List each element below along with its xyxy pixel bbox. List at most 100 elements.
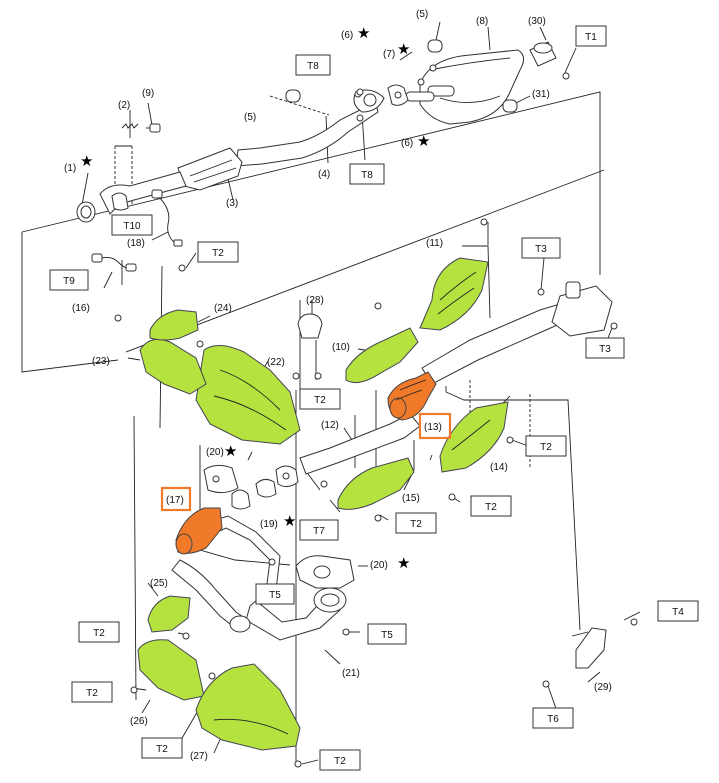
svg-text:T1: T1 (585, 32, 597, 43)
part-label-19: (19) (260, 519, 278, 530)
star-mark: ★ (224, 443, 237, 460)
star-marks: ★ ★ ★ ★ ★ ★ ★ (80, 25, 430, 572)
torque-box-t5b: T5 (367, 623, 407, 645)
highlight-box-17 (160, 486, 192, 512)
part-label-23: (23) (92, 356, 110, 367)
torque-box-t2f: T2 (78, 621, 120, 643)
torque-box-t2e: T2 (395, 512, 437, 534)
clamp-28 (297, 313, 323, 339)
part-label-10: (10) (332, 342, 350, 353)
part-label-9: (9) (142, 88, 154, 99)
part-label-14: (14) (490, 462, 508, 473)
part-label-15: (15) (402, 493, 420, 504)
part-label-5b: (5) (416, 9, 428, 20)
heat-shield-10 (345, 327, 419, 384)
svg-text:T8: T8 (307, 61, 319, 72)
part-label-1: (1) (64, 163, 76, 174)
torque-box-t3b: T3 (585, 337, 625, 359)
part-label-6a: (6) (341, 30, 353, 41)
gasket-7 (387, 84, 409, 106)
sensor-16 (91, 253, 137, 272)
part-label-4: (4) (318, 169, 330, 180)
svg-text:T4: T4 (672, 607, 684, 618)
star-mark: ★ (397, 41, 410, 58)
svg-text:T5: T5 (269, 590, 281, 601)
torque-box-t9: T9 (49, 269, 89, 291)
torque-box-t2g: T2 (71, 681, 113, 703)
part-labels: (1) (2) (3) (4) (5) (5) (6) (6) (7) (8) … (64, 9, 612, 762)
part-label-20b: (20) (370, 560, 388, 571)
svg-text:T2: T2 (334, 756, 346, 767)
gasket-1 (76, 201, 96, 223)
torque-box-t8a: T8 (295, 54, 331, 76)
part-label-13: (13) (424, 422, 442, 433)
highlight-box-13 (418, 412, 452, 440)
svg-text:T3: T3 (599, 344, 611, 355)
svg-text:T5: T5 (381, 630, 393, 641)
star-mark: ★ (417, 133, 430, 150)
svg-text:T2: T2 (86, 688, 98, 699)
spring-bolt-2-9 (121, 123, 161, 133)
part-label-28: (28) (306, 295, 324, 306)
rear-cat-bracket (537, 281, 618, 337)
torque-boxes: T1 T8 T8 T10 T9 T2 T3 T3 T2 T2 T2 T2 T7 … (49, 25, 699, 771)
part-label-30: (30) (528, 16, 546, 27)
torque-box-t8b: T8 (349, 163, 385, 185)
svg-text:T7: T7 (313, 526, 325, 537)
torque-box-t2h: T2 (141, 737, 183, 759)
part-label-29: (29) (594, 682, 612, 693)
part-label-18: (18) (127, 238, 145, 249)
star-mark: ★ (397, 555, 410, 572)
catalytic-converter-13 (387, 371, 437, 421)
svg-text:T3: T3 (535, 244, 547, 255)
svg-text:T8: T8 (361, 170, 373, 181)
front-exhaust-pipe-21 (171, 515, 355, 641)
svg-text:T10: T10 (123, 221, 141, 232)
part-label-2: (2) (118, 100, 130, 111)
part-label-12: (12) (321, 420, 339, 431)
part-label-8: (8) (476, 16, 488, 27)
muffler-tip (529, 41, 557, 67)
svg-text:T2: T2 (93, 628, 105, 639)
heat-shield-26 (137, 639, 205, 701)
torque-box-t5a: T5 (255, 583, 295, 605)
svg-text:T9: T9 (63, 276, 75, 287)
sensor-18 (151, 189, 183, 247)
part-label-22: (22) (267, 357, 285, 368)
part-label-24: (24) (214, 303, 232, 314)
svg-text:T2: T2 (410, 519, 422, 530)
torque-box-t4: T4 (657, 600, 699, 622)
torque-box-t2b: T2 (299, 388, 341, 410)
svg-text:T2: T2 (212, 248, 224, 259)
part-label-3: (3) (226, 198, 238, 209)
center-pipe (99, 89, 385, 215)
torque-box-t10: T10 (111, 214, 153, 236)
gaskets-19-20 (203, 464, 299, 510)
svg-text:T2: T2 (156, 744, 168, 755)
torque-box-t2i: T2 (319, 749, 361, 771)
torque-box-t3a: T3 (521, 237, 561, 259)
heat-shield-15 (337, 457, 415, 510)
part-label-21: (21) (342, 668, 360, 679)
part-label-7: (7) (383, 49, 395, 60)
torque-box-t7: T7 (299, 519, 339, 541)
star-mark: ★ (357, 25, 370, 42)
part-label-26: (26) (130, 716, 148, 727)
part-label-17: (17) (166, 495, 184, 506)
svg-text:T6: T6 (547, 714, 559, 725)
part-label-25: (25) (150, 578, 168, 589)
heat-shield-27 (195, 663, 301, 751)
svg-text:T2: T2 (540, 442, 552, 453)
star-mark: ★ (80, 153, 93, 170)
part-label-27: (27) (190, 751, 208, 762)
part-label-6b: (6) (401, 138, 413, 149)
hanger-rubbers (285, 39, 570, 113)
part-label-16: (16) (72, 303, 90, 314)
part-label-20a: (20) (206, 447, 224, 458)
catalytic-converter-17 (175, 507, 223, 555)
torque-box-t2a: T2 (197, 241, 239, 263)
torque-box-t2d: T2 (470, 495, 512, 517)
part-label-11: (11) (426, 238, 443, 249)
